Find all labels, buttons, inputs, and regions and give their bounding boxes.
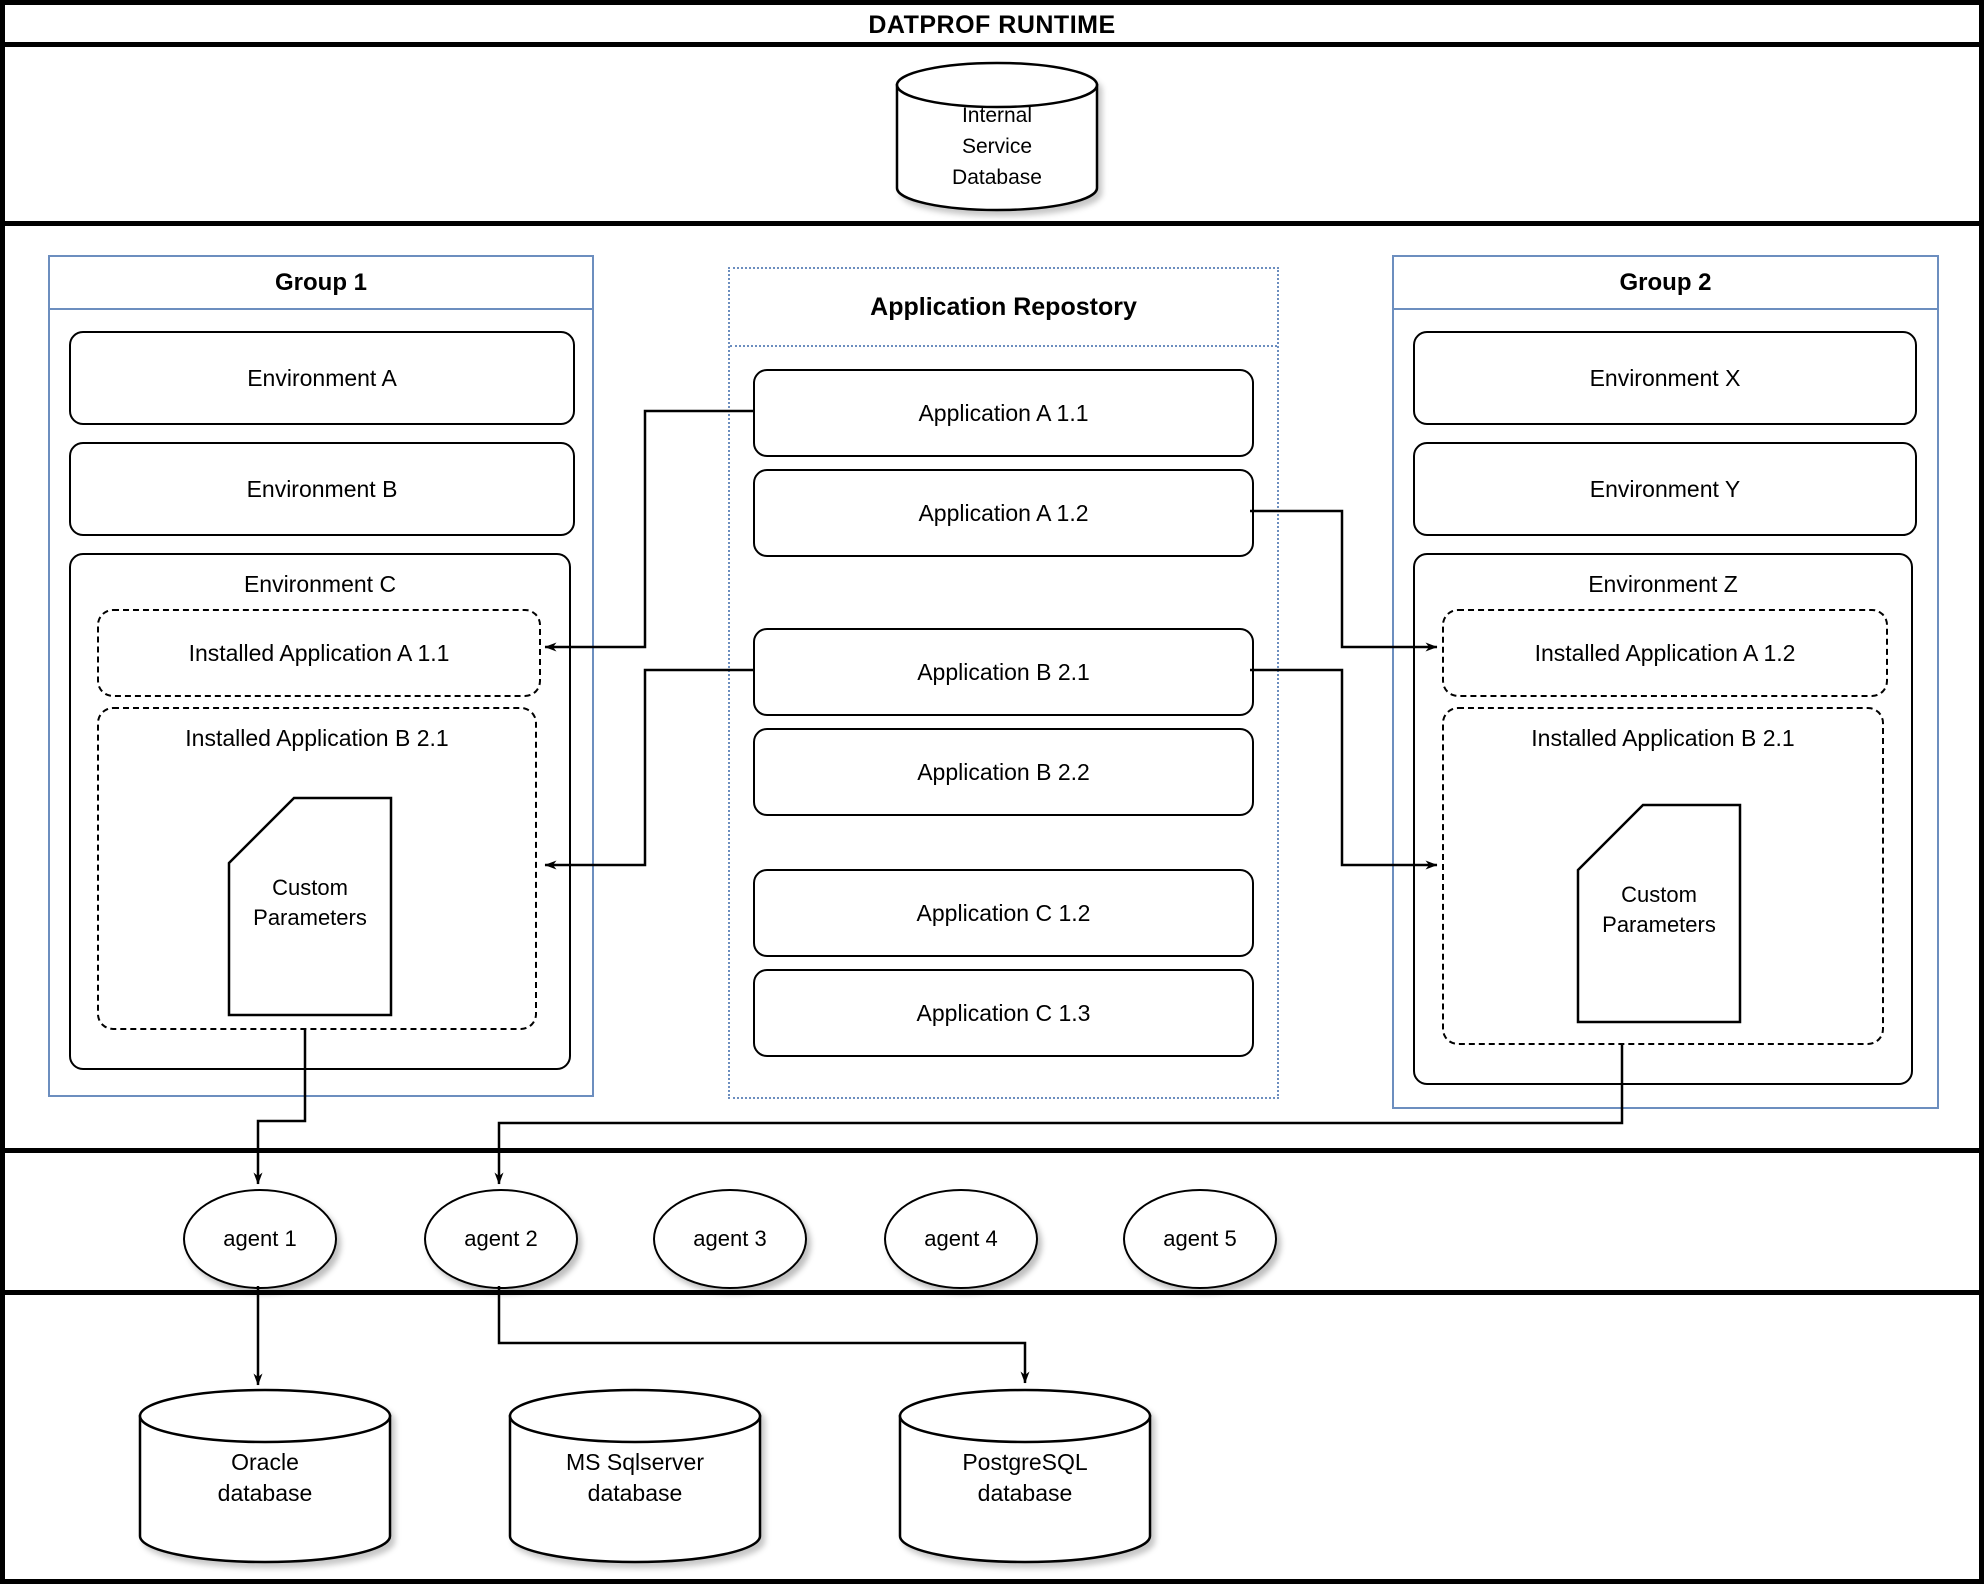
db-line2: database [587,1480,683,1506]
agent-1-ellipse: agent 1 [183,1189,337,1289]
group1-installed-app-a11-box: Installed Application A 1.1 [97,609,541,697]
internal-service-database-label: Internal Service Database [897,100,1097,193]
group1-custom-parameters-label: Custom Parameters [219,873,401,933]
custom-parameters-line1: Custom [272,875,348,900]
repo-app-a11-box: Application A 1.1 [753,369,1254,457]
isd-line3: Database [952,166,1042,189]
group1-header: Group 1 [50,257,592,310]
agent-5-ellipse: agent 5 [1123,1189,1277,1289]
section-divider-runtime [5,221,1979,226]
section-divider-databases [5,1290,1979,1295]
group1-environment-a-box: Environment A [69,331,575,425]
ms-sqlserver-database-label: MS Sqlserver database [510,1447,760,1509]
agent-3-ellipse: agent 3 [653,1189,807,1289]
db-line1: MS Sqlserver [565,1449,705,1475]
group2-header: Group 2 [1394,257,1937,310]
group2-installed-app-a12-box: Installed Application A 1.2 [1442,609,1888,697]
page-title: DATPROF RUNTIME [868,10,1116,39]
repo-app-c13-box: Application C 1.3 [753,969,1254,1057]
db-line1: Oracle [231,1449,299,1475]
isd-line1: Internal [961,104,1033,127]
agent-2-ellipse: agent 2 [424,1189,578,1289]
section-divider-agents [5,1148,1979,1153]
repo-app-b22-box: Application B 2.2 [753,728,1254,816]
agent-4-ellipse: agent 4 [884,1189,1038,1289]
group2-installed-app-b21-box: Installed Application B 2.1 [1442,707,1884,1045]
postgresql-database-label: PostgreSQL database [900,1447,1150,1509]
application-repository-header: Application Repostory [730,269,1277,347]
repo-app-a12-box: Application A 1.2 [753,469,1254,557]
custom-parameters-line2: Parameters [253,905,367,930]
db-line1: PostgreSQL [962,1449,1088,1475]
repo-app-c12-box: Application C 1.2 [753,869,1254,957]
custom-parameters-line1: Custom [1621,882,1697,907]
group1-environment-b-box: Environment B [69,442,575,536]
db-line2: database [977,1480,1073,1506]
oracle-database-label: Oracle database [140,1447,390,1509]
repo-app-b21-box: Application B 2.1 [753,628,1254,716]
connector-agent2-to-postgresql [497,1286,1030,1384]
db-line2: database [217,1480,313,1506]
section-divider-title [5,42,1979,47]
group2-environment-x-box: Environment X [1413,331,1917,425]
group2-environment-y-box: Environment Y [1413,442,1917,536]
isd-line2: Service [961,135,1033,158]
group1-installed-app-b21-box: Installed Application B 2.1 [97,707,537,1030]
group2-custom-parameters-label: Custom Parameters [1568,880,1750,940]
custom-parameters-line2: Parameters [1602,912,1716,937]
